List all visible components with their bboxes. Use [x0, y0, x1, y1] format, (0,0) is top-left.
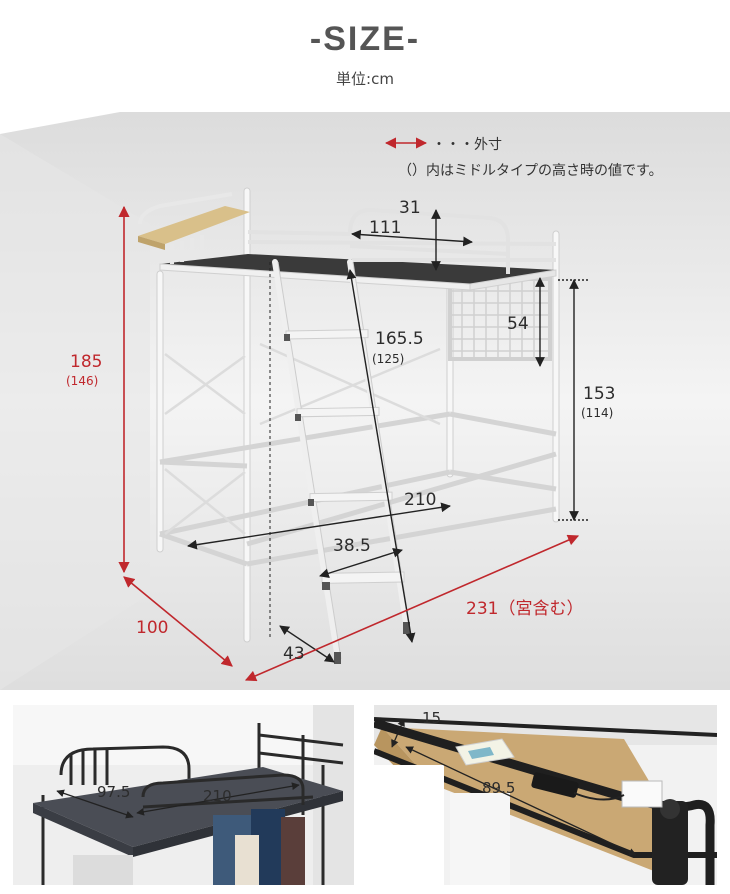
shelf-photo: 15 89.5	[374, 705, 717, 885]
size-title: -SIZE-	[309, 20, 421, 58]
mesh-height-label: 54	[507, 314, 529, 334]
deck-width-label: 97.5	[97, 783, 131, 801]
shelf-length-label: 89.5	[482, 779, 516, 797]
guard-height-label: 31	[399, 198, 421, 218]
deck-length-label: 210	[203, 787, 232, 805]
ladder-width-label: 38.5	[333, 536, 371, 556]
ladder-height-middle-label: (125)	[372, 352, 405, 366]
deck-photo-image	[13, 705, 354, 885]
shelf-photo-image	[374, 705, 717, 885]
height-total-label: 185	[70, 352, 103, 372]
width-label: 231（宮含む）	[466, 599, 584, 619]
legend-note: （）内はミドルタイプの高さ時の値です。	[398, 163, 663, 179]
deck-photo: 97.5 210	[13, 705, 354, 885]
inner-length-label: 210	[404, 490, 437, 510]
floor-clearance-middle-label: (114)	[581, 406, 614, 420]
loft-bed-illustration	[0, 94, 730, 690]
guard-length-label: 111	[369, 218, 402, 238]
unit-label: 単位:cm	[336, 70, 394, 88]
ladder-height-label: 165.5	[375, 329, 424, 349]
depth-label: 100	[136, 618, 169, 638]
ladder-offset-label: 43	[283, 644, 305, 664]
bed-diagram-panel: ・・・外寸 （）内はミドルタイプの高さ時の値です。 185 (146) 100 …	[0, 94, 730, 690]
height-total-middle-label: (146)	[66, 374, 99, 388]
legend-outer-label: ・・・外寸	[432, 137, 502, 153]
floor-clearance-label: 153	[583, 384, 616, 404]
shelf-depth-label: 15	[422, 709, 442, 727]
